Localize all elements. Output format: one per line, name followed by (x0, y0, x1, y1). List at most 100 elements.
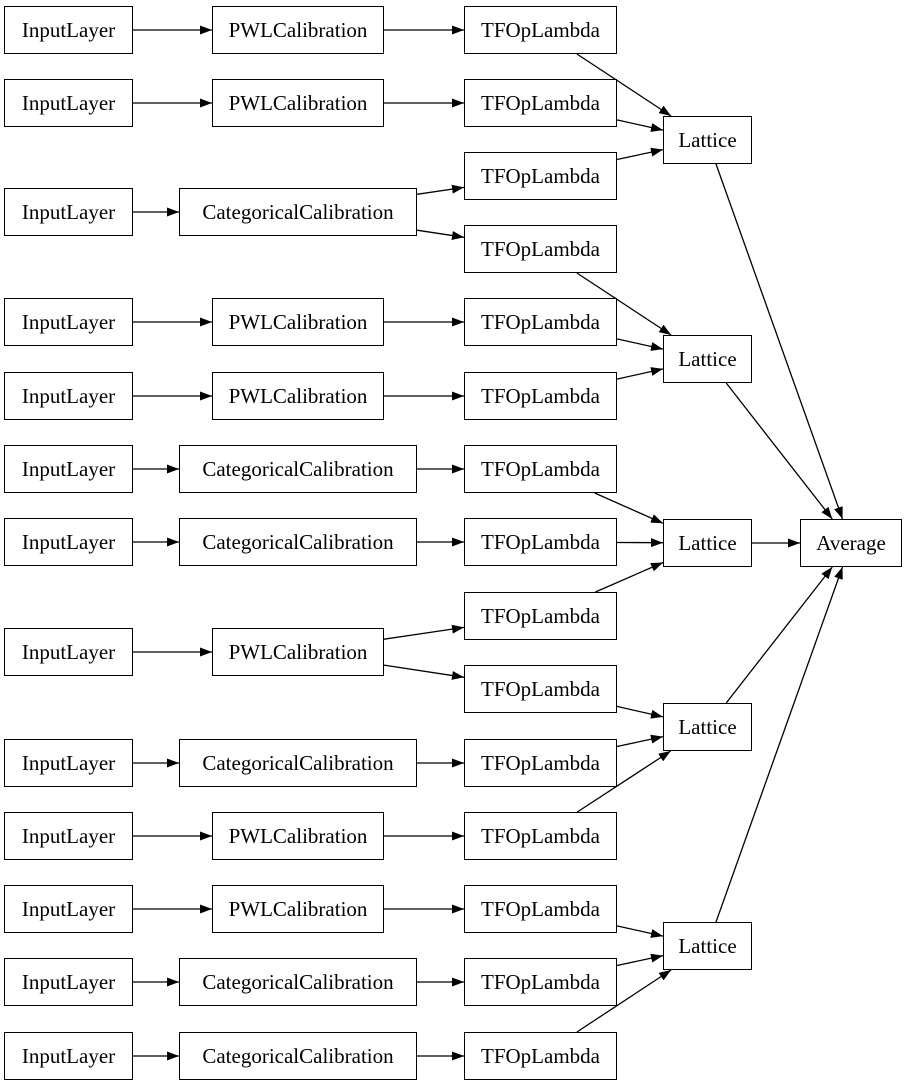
node-label: PWLCalibration (228, 90, 368, 115)
node-label: Lattice (678, 346, 737, 371)
node-categoricalcalibration: CategoricalCalibration (179, 445, 417, 493)
node-label: CategoricalCalibration (202, 750, 394, 775)
node-label: TFOpLambda (481, 236, 600, 261)
node-inputlayer: InputLayer (4, 518, 133, 566)
node-categoricalcalibration: CategoricalCalibration (179, 958, 417, 1006)
node-label: TFOpLambda (481, 896, 600, 921)
node-label: InputLayer (21, 750, 116, 775)
node-categoricalcalibration: CategoricalCalibration (179, 1032, 417, 1080)
node-tfoplambda: TFOpLambda (464, 665, 617, 713)
node-categoricalcalibration: CategoricalCalibration (179, 739, 417, 787)
edge-lat2-avg (725, 382, 833, 520)
edge-tfl9-lat4 (616, 734, 664, 748)
edge-lat4-avg (725, 566, 833, 704)
node-label: PWLCalibration (228, 383, 368, 408)
edge-lat5-avg (715, 566, 844, 923)
edge-tfl3a-lat1 (616, 147, 664, 161)
edge-tfl2-lat1 (616, 119, 664, 132)
node-tfoplambda: TFOpLambda (464, 6, 617, 54)
edge-tfl11-lat5 (616, 925, 664, 938)
node-lattice: Lattice (663, 335, 752, 383)
node-label: CategoricalCalibration (202, 969, 394, 994)
node-label: TFOpLambda (481, 603, 600, 628)
node-label: TFOpLambda (481, 17, 600, 42)
node-pwlcalibration: PWLCalibration (212, 885, 384, 933)
node-label: PWLCalibration (228, 896, 368, 921)
node-lattice: Lattice (663, 922, 752, 970)
node-tfoplambda: TFOpLambda (464, 739, 617, 787)
edge-tfl6-lat3 (594, 492, 664, 524)
node-tfoplambda: TFOpLambda (464, 225, 617, 273)
node-label: InputLayer (21, 90, 116, 115)
node-inputlayer: InputLayer (4, 885, 133, 933)
node-label: InputLayer (21, 529, 116, 554)
node-label: CategoricalCalibration (202, 456, 394, 481)
node-label: TFOpLambda (481, 529, 600, 554)
node-lattice: Lattice (663, 703, 752, 751)
node-label: InputLayer (21, 1043, 116, 1068)
node-label: CategoricalCalibration (202, 529, 394, 554)
node-inputlayer: InputLayer (4, 298, 133, 346)
node-label: Average (816, 530, 886, 555)
node-label: CategoricalCalibration (202, 1043, 394, 1068)
edge-cat3-tfl3b (416, 229, 465, 240)
node-pwlcalibration: PWLCalibration (212, 79, 384, 127)
node-tfoplambda: TFOpLambda (464, 958, 617, 1006)
node-pwlcalibration: PWLCalibration (212, 812, 384, 860)
node-label: PWLCalibration (228, 17, 368, 42)
edge-lat1-avg (715, 163, 844, 520)
node-label: InputLayer (21, 309, 116, 334)
node-tfoplambda: TFOpLambda (464, 518, 617, 566)
edge-tfl3b-lat2 (576, 272, 672, 336)
node-label: TFOpLambda (481, 750, 600, 775)
node-inputlayer: InputLayer (4, 739, 133, 787)
node-tfoplambda: TFOpLambda (464, 1032, 617, 1080)
node-tfoplambda: TFOpLambda (464, 79, 617, 127)
node-pwlcalibration: PWLCalibration (212, 6, 384, 54)
node-label: TFOpLambda (481, 823, 600, 848)
edge-tfl1-lat1 (576, 53, 672, 117)
node-label: TFOpLambda (481, 456, 600, 481)
edge-cat3-tfl3a (416, 184, 465, 195)
node-inputlayer: InputLayer (4, 79, 133, 127)
node-pwlcalibration: PWLCalibration (212, 628, 384, 676)
edge-pwl8-tfl8a (383, 624, 465, 640)
node-label: InputLayer (21, 17, 116, 42)
node-inputlayer: InputLayer (4, 6, 133, 54)
node-label: Lattice (678, 530, 737, 555)
edge-tfl4-lat2 (616, 338, 664, 351)
node-label: InputLayer (21, 639, 116, 664)
edge-pwl8-tfl8b (383, 664, 465, 680)
node-lattice: Lattice (663, 519, 752, 567)
node-label: TFOpLambda (481, 969, 600, 994)
edge-tfl12-lat5 (616, 953, 664, 967)
node-label: Lattice (678, 933, 737, 958)
node-tfoplambda: TFOpLambda (464, 152, 617, 200)
node-inputlayer: InputLayer (4, 445, 133, 493)
node-tfoplambda: TFOpLambda (464, 372, 617, 420)
node-tfoplambda: TFOpLambda (464, 298, 617, 346)
node-label: TFOpLambda (481, 163, 600, 188)
node-lattice: Lattice (663, 116, 752, 164)
node-pwlcalibration: PWLCalibration (212, 372, 384, 420)
node-label: CategoricalCalibration (202, 199, 394, 224)
node-inputlayer: InputLayer (4, 372, 133, 420)
node-label: PWLCalibration (228, 823, 368, 848)
node-inputlayer: InputLayer (4, 628, 133, 676)
node-label: TFOpLambda (481, 1043, 600, 1068)
edge-tfl5-lat2 (616, 367, 664, 380)
node-tfoplambda: TFOpLambda (464, 445, 617, 493)
node-label: TFOpLambda (481, 90, 600, 115)
node-tfoplambda: TFOpLambda (464, 885, 617, 933)
edge-tfl8a-lat3 (595, 561, 664, 593)
node-label: PWLCalibration (228, 639, 368, 664)
node-label: TFOpLambda (481, 676, 600, 701)
node-categoricalcalibration: CategoricalCalibration (179, 188, 417, 236)
node-tfoplambda: TFOpLambda (464, 812, 617, 860)
node-inputlayer: InputLayer (4, 958, 133, 1006)
node-label: InputLayer (21, 456, 116, 481)
node-categoricalcalibration: CategoricalCalibration (179, 518, 417, 566)
node-average: Average (800, 519, 902, 567)
